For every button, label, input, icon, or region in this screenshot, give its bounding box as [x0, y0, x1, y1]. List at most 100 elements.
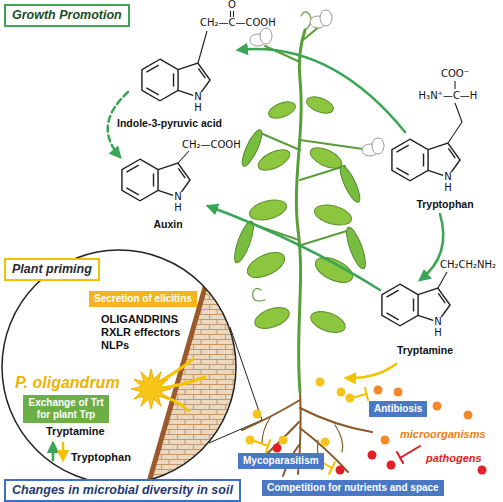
atom-label: H	[444, 182, 452, 194]
dot	[316, 378, 325, 387]
molecule-name: Tryptamine	[397, 344, 453, 357]
molecule-name: Tryptophan	[416, 198, 473, 211]
node-text: Secretion of elicitins	[94, 293, 192, 305]
leaf	[307, 144, 345, 173]
inhibit-line	[397, 446, 420, 463]
root	[300, 408, 372, 432]
oomycete-dots	[246, 378, 355, 463]
node-text: OLIGANDRINS RXLR effectors NLPs	[101, 313, 191, 352]
dot	[374, 386, 383, 395]
formula-text: COO⁻	[441, 68, 469, 80]
atom-label: N	[173, 192, 182, 202]
bond	[198, 31, 207, 63]
node-text: Mycoparasitism	[243, 455, 319, 467]
dot	[337, 388, 346, 397]
leaf	[312, 201, 353, 228]
dot	[336, 466, 345, 475]
organism-label: microorganisms	[400, 428, 486, 441]
pod	[231, 219, 257, 264]
molecule-name: Indole-3-pyruvic acid	[117, 117, 222, 130]
dot	[381, 436, 390, 445]
atom-label: H	[194, 102, 202, 114]
pod	[239, 128, 266, 169]
node-text: P. oligandrum	[15, 373, 120, 392]
dot	[346, 394, 355, 403]
node-text: Exchange of Trt for plant Trp	[26, 397, 106, 421]
wall-edge	[147, 249, 216, 485]
atom-label: H	[174, 202, 182, 214]
branch	[258, 132, 300, 150]
bond	[448, 103, 462, 143]
circle-outline	[2, 250, 236, 484]
molecule-name: Auxin	[153, 218, 182, 231]
dot	[387, 461, 396, 470]
leaf	[308, 307, 348, 336]
atom-label: O	[228, 0, 236, 11]
stem	[296, 30, 305, 392]
node-text: Tryptamine	[46, 425, 105, 438]
inhibit-line	[252, 440, 270, 452]
dot	[478, 466, 487, 475]
process-box: Exchange of Trt for plant Trp	[23, 395, 109, 423]
bond	[454, 81, 455, 89]
leaf	[266, 99, 297, 122]
petal	[320, 10, 332, 26]
flowers	[250, 10, 384, 156]
pathway-arrow	[420, 214, 443, 280]
branch	[300, 140, 370, 150]
exchange-arrow	[52, 443, 55, 461]
hypha	[153, 359, 193, 385]
section-box: Plant priming	[4, 258, 100, 281]
root	[242, 400, 300, 430]
mechanism-box: Competition for nutrients and space	[262, 480, 444, 496]
leaf	[304, 94, 335, 117]
node-text: Antibiosis	[374, 403, 422, 415]
tendril	[253, 288, 265, 301]
formula-text: CH₂—C—COOH	[200, 17, 276, 29]
formula-text: CH₂CH₂NH₂	[440, 259, 496, 271]
section-box: Growth Promotion	[4, 4, 130, 27]
node-text: Plant priming	[12, 262, 92, 277]
root-cell-wall	[147, 249, 237, 485]
leaf	[247, 196, 288, 223]
pathway-arrow	[238, 49, 405, 132]
dot	[253, 410, 262, 419]
pathway-arrow	[208, 206, 380, 290]
node-text: Growth Promotion	[12, 8, 122, 23]
root-system	[242, 390, 372, 476]
bond	[231, 11, 234, 17]
leaf	[255, 146, 293, 175]
dot	[321, 438, 330, 447]
dot	[433, 402, 442, 411]
atom-label: N	[443, 172, 452, 182]
section-box: Changes in microbial diversity in soil	[4, 479, 241, 502]
dot	[279, 436, 288, 445]
pod	[343, 225, 369, 270]
leaf	[244, 247, 289, 282]
organism-label: pathogens	[426, 452, 482, 465]
node-text: Competition for nutrients and space	[267, 482, 439, 494]
cell-bricks	[147, 249, 237, 485]
petal	[260, 28, 272, 44]
formula-text: H₃N⁺—C—H	[419, 90, 478, 102]
dot	[273, 444, 282, 453]
inset-circle-outline	[1, 249, 237, 485]
formula-text: CH₂—COOH	[182, 139, 241, 151]
mechanism-box: Mycoparasitism	[238, 453, 324, 469]
branch	[298, 230, 350, 246]
node-text: Changes in microbial diversity in soil	[12, 483, 233, 498]
root	[335, 425, 343, 452]
mechanism-box: Antibiosis	[369, 401, 427, 417]
inset-circle: OLIGANDRINS RXLR effectors NLPs P. oligan…	[1, 249, 237, 485]
pod	[337, 164, 364, 205]
node-text: Tryptophan	[71, 451, 131, 464]
bond	[178, 151, 189, 163]
pathway-arrow	[346, 364, 396, 378]
oomycete-star	[131, 369, 171, 409]
bond	[438, 272, 447, 288]
dot	[246, 436, 255, 445]
dot	[464, 411, 473, 420]
leaf	[252, 303, 292, 332]
pea-pods	[231, 128, 369, 271]
